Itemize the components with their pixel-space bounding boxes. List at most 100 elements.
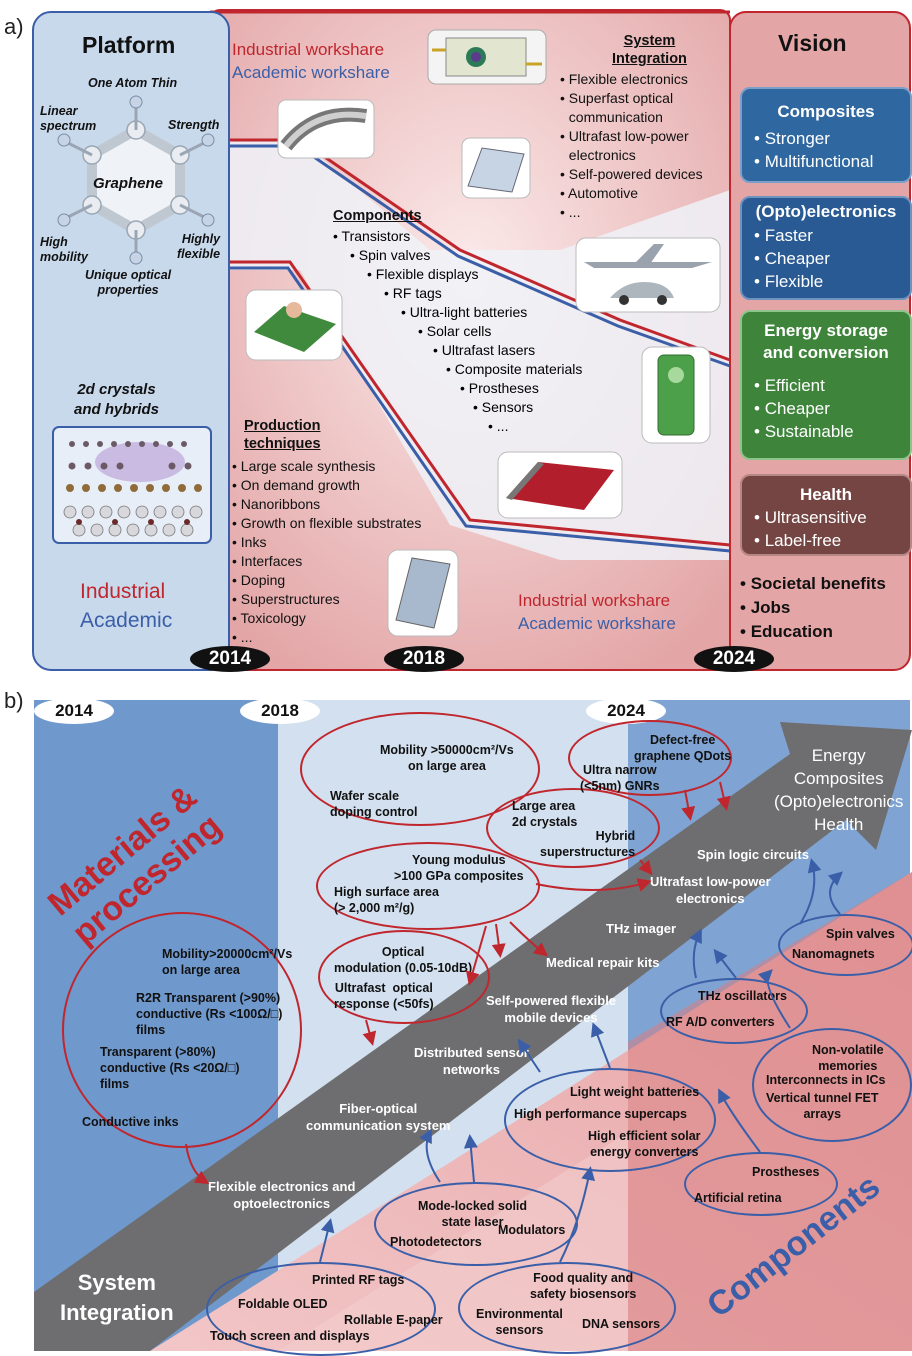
comp-item: • Flexible displays: [367, 266, 479, 282]
comp-spin-valves: Spin valves: [826, 927, 895, 941]
comp-dna: DNA sensors: [582, 1317, 661, 1331]
energy-item: • Sustainable: [754, 422, 854, 441]
health-item: • Ultrasensitive: [754, 508, 867, 527]
health-item: • Label-free: [754, 531, 842, 550]
si-item: • ...: [560, 204, 581, 220]
mat-wafer-scale: Wafer scale doping control: [330, 789, 418, 819]
components-title: Components: [333, 208, 422, 224]
linear-label: Linear spectrum: [40, 104, 97, 133]
ellipse-prostheses: [684, 1152, 838, 1216]
comp-item: • RF tags: [384, 285, 442, 301]
mat-ultrafast: Ultrafast optical response (<50fs): [334, 981, 434, 1011]
composites-item: • Stronger: [754, 129, 830, 148]
arrow-item: Flexible electronics and optoelectronics: [208, 1179, 356, 1211]
year-2014-b: 2014: [34, 698, 114, 724]
flexible-display-image: [245, 289, 343, 361]
prod-item: • ...: [232, 629, 253, 645]
benefit-item: • Societal benefits: [740, 574, 886, 593]
panel-b: b) 2014 2018 2024 Materials & processing…: [0, 682, 912, 1356]
panel-b-label: b): [4, 688, 24, 713]
comp-item: • Sensors: [473, 399, 534, 415]
system-integration-list: • Flexible electronics • Superfast optic…: [560, 70, 703, 222]
crystal-lattice-image: [52, 426, 212, 544]
ellipse-batteries: [504, 1068, 716, 1172]
comp-prostheses: Prostheses: [752, 1165, 820, 1179]
production-title: Production techniques: [244, 418, 321, 452]
high-mobility-label: High mobility: [40, 235, 88, 264]
arrow-item: Spin logic circuits: [697, 847, 809, 862]
vision-title: Vision: [778, 30, 847, 56]
flexible-circuit-image: [277, 99, 375, 159]
comp-item: • Composite materials: [446, 361, 583, 377]
opto-item: • Cheaper: [754, 249, 830, 268]
comp-item: • Solar cells: [418, 323, 492, 339]
production-list: • Large scale synthesis • On demand grow…: [232, 457, 421, 647]
mat-transparent: Transparent (>80%) conductive (Rs <20Ω/□…: [100, 1045, 240, 1091]
comp-epaper: Rollable E-paper: [344, 1313, 443, 1327]
one-atom-label: One Atom Thin: [88, 76, 178, 90]
panel-a: a) Platform: [4, 9, 912, 672]
vision-health-box: Health • Ultrasensitive• Label-free: [740, 474, 912, 556]
vision-energy-box: Energy storage and conversion • Efficien…: [740, 310, 912, 460]
arrow-item: THz imager: [606, 921, 677, 936]
workshare-top-academic: Academic workshare: [232, 63, 390, 82]
ellipse-spin-valves: [778, 914, 912, 976]
ellipse-conductive: [62, 912, 302, 1148]
comp-item: • Spin valves: [350, 247, 431, 263]
aircraft-car-image: [575, 237, 721, 313]
comp-item: • ...: [488, 418, 509, 434]
year-2024-a: 2024: [694, 646, 774, 672]
mat-surface: High surface area (> 2,000 m²/g): [334, 885, 439, 915]
comp-item: • Prostheses: [460, 380, 539, 396]
comp-nanomagnets: Nanomagnets: [792, 947, 875, 961]
ellipse-optical: [318, 930, 490, 1024]
comp-modulators: Modulators: [498, 1223, 566, 1237]
transparent-film-image: [387, 549, 459, 637]
year-2024-b: 2024: [586, 698, 666, 724]
comp-rf-tags: Printed RF tags: [312, 1273, 405, 1287]
comp-thz: THz oscillators: [698, 989, 787, 1003]
mat-qdots: Defect-free graphene QDots: [634, 733, 732, 763]
film-sheet-image: [461, 137, 531, 199]
crystals-label: 2d crystals and hybrids: [74, 381, 160, 418]
workshare-top-industrial: Industrial workshare: [232, 40, 385, 59]
comp-env-sensors: Environmental sensors: [476, 1307, 563, 1337]
comp-interconnects: Interconnects in ICs: [766, 1073, 886, 1087]
platform-industrial-label: Industrial: [80, 580, 166, 603]
mat-hybrid: Hybrid superstructures: [540, 829, 636, 859]
ellipse-mobility-50000: [300, 712, 540, 826]
si-item: • Automotive: [560, 185, 639, 201]
mat-2d-crystals: Large area 2d crystals: [512, 799, 578, 829]
arrow-item: Self-powered flexible mobile devices: [486, 993, 617, 1025]
mat-mobility-50000: Mobility >50000cm²/Vs on large area: [380, 743, 514, 773]
system-integration-title: System Integration: [612, 33, 687, 67]
comp-item: • Transistors: [333, 228, 411, 244]
arrow-item: Medical repair kits: [546, 955, 660, 970]
comp-memories: Non-volatile memories: [812, 1043, 884, 1073]
year-2014-a: 2014: [190, 646, 270, 672]
mat-optical-mod: Optical modulation (0.05-10dB): [334, 945, 473, 975]
comp-photodetectors: Photodetectors: [390, 1235, 482, 1249]
vision-opto-box: (Opto)electronics • Faster• Cheaper• Fle…: [740, 196, 912, 300]
benefit-item: • Jobs: [740, 598, 791, 617]
ellipse-memories: [752, 1028, 912, 1142]
comp-oled: Foldable OLED: [238, 1297, 328, 1311]
opto-title: (Opto)electronics: [755, 202, 897, 221]
mat-young: Young modulus >100 GPa composites: [394, 853, 524, 883]
panel-b-background: [34, 700, 912, 1351]
comp-item: • Ultrafast lasers: [433, 342, 536, 358]
composites-title: Composites: [777, 102, 875, 121]
prod-item: • Doping: [232, 572, 286, 588]
comp-item: • Ultra-light batteries: [401, 304, 528, 320]
unique-optical-label: Unique optical properties: [85, 268, 172, 297]
comp-tunnel-fet: Vertical tunnel FET arrays: [766, 1091, 879, 1121]
energy-item: • Cheaper: [754, 399, 830, 418]
year-2018-b: 2018: [240, 698, 320, 724]
prod-item: • On demand growth: [232, 477, 360, 493]
benefit-item: • Education: [740, 622, 833, 641]
composites-item: • Multifunctional: [754, 152, 874, 171]
comp-retina: Artificial retina: [694, 1191, 782, 1205]
ellipse-qdots: [568, 720, 732, 796]
si-item: • Superfast optical communication: [560, 90, 674, 125]
system-integration-b: System Integration: [60, 1270, 174, 1325]
